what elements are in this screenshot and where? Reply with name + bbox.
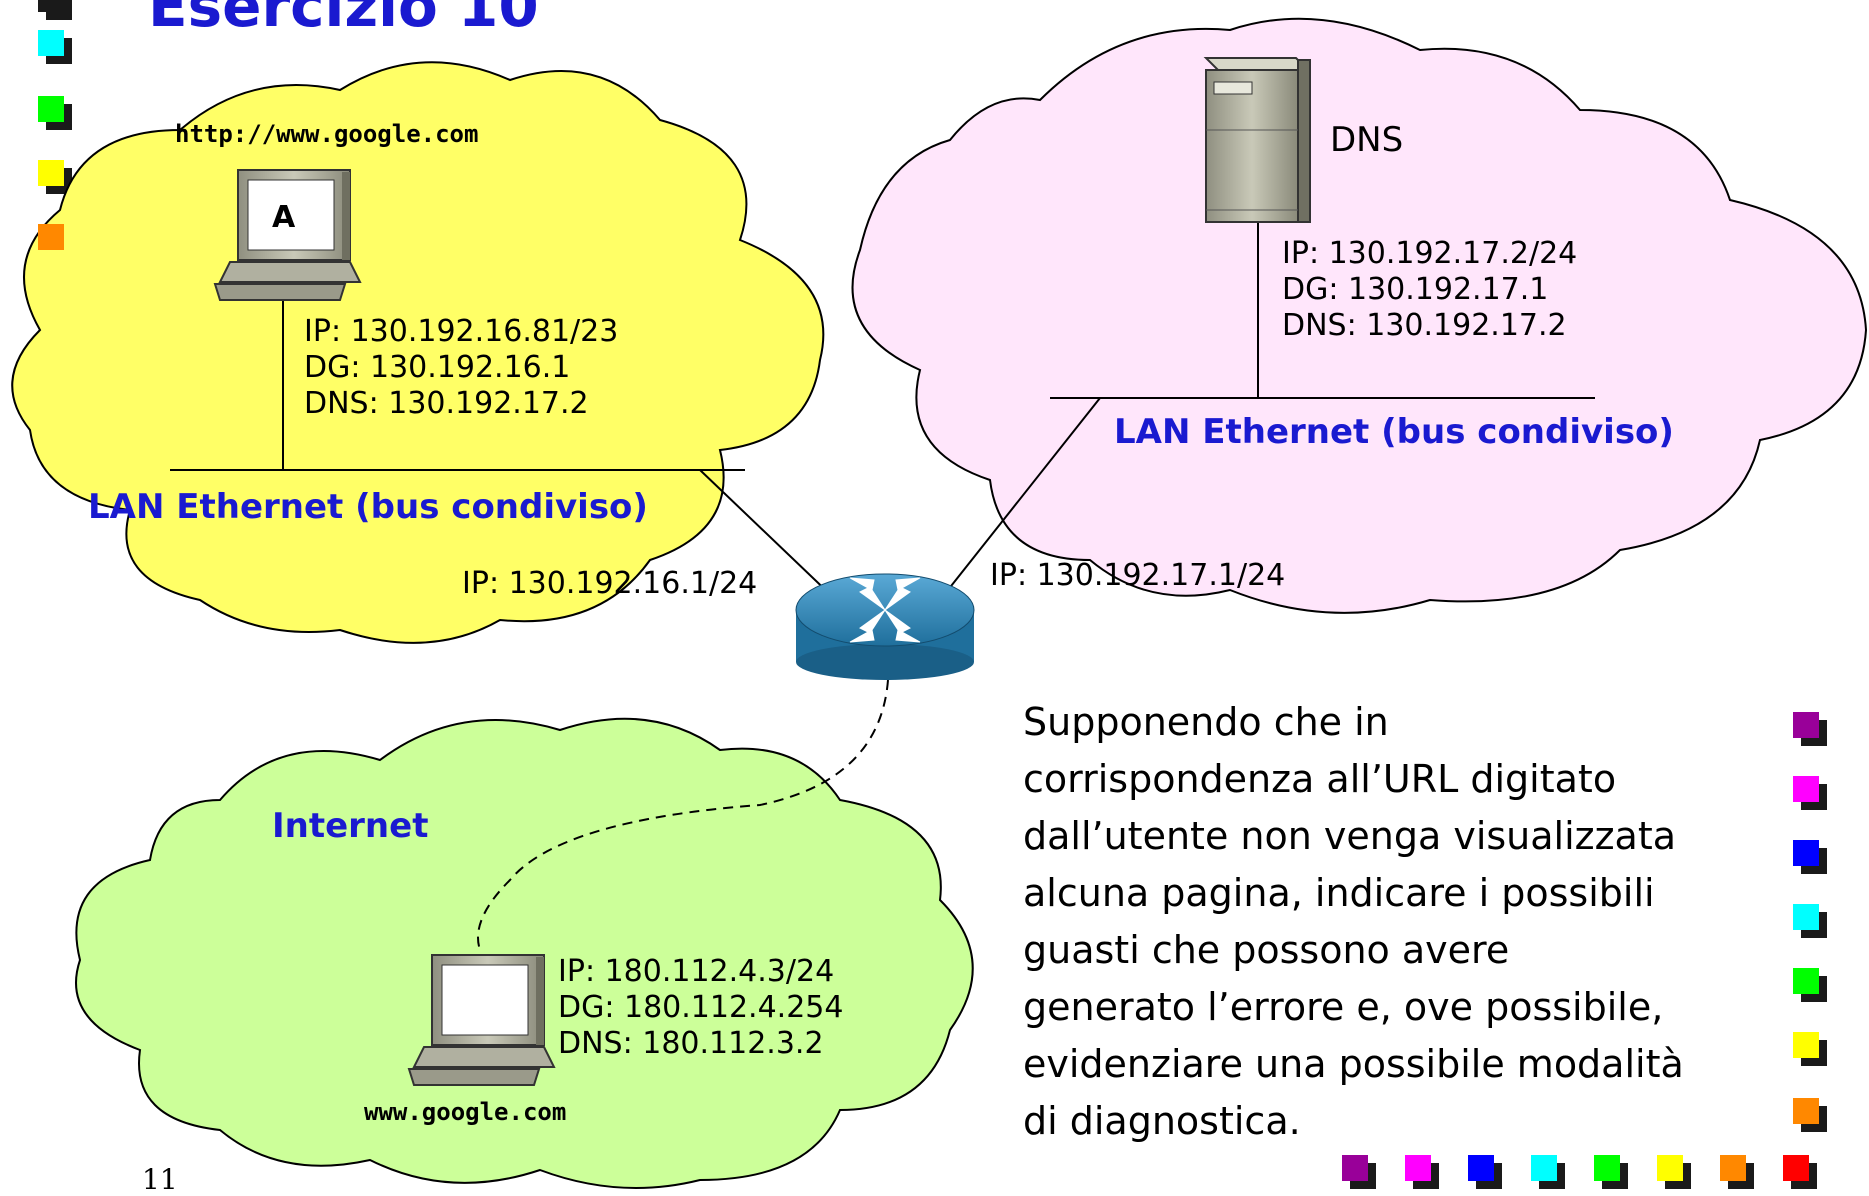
dns-lan-cloud xyxy=(851,17,1868,614)
host-a-dg: DG: 130.192.16.1 xyxy=(304,350,571,385)
page-number: 11 xyxy=(142,1163,178,1196)
square-bullet-icon xyxy=(1594,1155,1628,1189)
left-router-link xyxy=(699,469,837,601)
internet-host-config: IP: 180.112.4.3/24 DG: 180.112.4.254 DNS… xyxy=(558,954,843,1062)
square-bullet-icon xyxy=(38,160,72,194)
square-bullet-icon xyxy=(1405,1155,1439,1189)
square-bullet-icon xyxy=(1793,840,1827,874)
internet-host-dg: DG: 180.112.4.254 xyxy=(558,990,844,1025)
question-line: guasti che possono avere xyxy=(1023,928,1510,972)
square-bullet-icon xyxy=(1793,1032,1827,1066)
square-bullet-icon xyxy=(1783,1155,1817,1189)
dns-server-dg: DG: 130.192.17.1 xyxy=(1282,272,1549,307)
question-line: dall’utente non venga visualizzata xyxy=(1023,814,1677,858)
internet-host-name: www.google.com xyxy=(364,1098,567,1126)
square-bullet-icon xyxy=(1793,968,1827,1002)
dns-server-icon xyxy=(1203,57,1311,223)
right-lan-label: LAN Ethernet (bus condiviso) xyxy=(1114,412,1674,452)
internet-label: Internet xyxy=(272,806,429,846)
router-right-ip: IP: 130.192.17.1/24 xyxy=(990,558,1286,593)
square-bullet-icon xyxy=(1793,904,1827,938)
square-bullet-icon xyxy=(1342,1155,1376,1189)
host-a-config: IP: 130.192.16.81/23 DG: 130.192.16.1 DN… xyxy=(304,314,618,422)
question-line: di diagnostica. xyxy=(1023,1099,1301,1143)
slide-title: Esercizio 10 xyxy=(148,0,539,40)
square-bullet-icon xyxy=(1793,776,1827,810)
square-bullet-icon xyxy=(1720,1155,1754,1189)
router-left-ip: IP: 130.192.16.1/24 xyxy=(462,566,758,601)
question-text: Supponendo che in corrispondenza all’URL… xyxy=(1023,694,1743,1150)
square-bullet-icon xyxy=(38,30,72,64)
dns-server-ip: IP: 130.192.17.2/24 xyxy=(1282,236,1578,271)
question-line: corrispondenza all’URL digitato xyxy=(1023,757,1617,801)
host-a-label: A xyxy=(272,200,296,235)
square-bullet-icon xyxy=(38,96,72,130)
right-router-link xyxy=(939,397,1101,601)
square-bullet-icon xyxy=(1531,1155,1565,1189)
question-line: evidenziare una possibile modalità xyxy=(1023,1042,1684,1086)
square-bullet-icon xyxy=(38,224,72,258)
left-lan-label: LAN Ethernet (bus condiviso) xyxy=(88,487,648,527)
client-lan-cloud xyxy=(11,61,825,644)
square-bullet-icon xyxy=(1468,1155,1502,1189)
question-line: Supponendo che in xyxy=(1023,700,1389,744)
internet-cloud xyxy=(75,717,974,1189)
router-icon xyxy=(795,573,975,680)
dns-server-label: DNS xyxy=(1330,120,1404,160)
question-line: alcuna pagina, indicare i possibili xyxy=(1023,871,1655,915)
square-bullet-icon xyxy=(1793,712,1827,746)
host-a-computer-icon xyxy=(213,169,362,301)
square-bullet-icon xyxy=(1657,1155,1691,1189)
host-a-dns: DNS: 130.192.17.2 xyxy=(304,386,589,421)
square-bullet-icon xyxy=(1793,1098,1827,1132)
internet-host-dns: DNS: 180.112.3.2 xyxy=(558,1026,824,1061)
square-bullet-icon xyxy=(38,0,72,20)
dns-server-config: IP: 130.192.17.2/24 DG: 130.192.17.1 DNS… xyxy=(1282,236,1577,344)
internet-host-ip: IP: 180.112.4.3/24 xyxy=(558,954,835,989)
internet-host-computer-icon xyxy=(407,954,556,1086)
typed-url: http://www.google.com xyxy=(175,120,479,148)
host-a-ip: IP: 130.192.16.81/23 xyxy=(304,314,619,349)
question-line: generato l’errore e, ove possibile, xyxy=(1023,985,1664,1029)
dns-server-dns: DNS: 130.192.17.2 xyxy=(1282,308,1567,343)
